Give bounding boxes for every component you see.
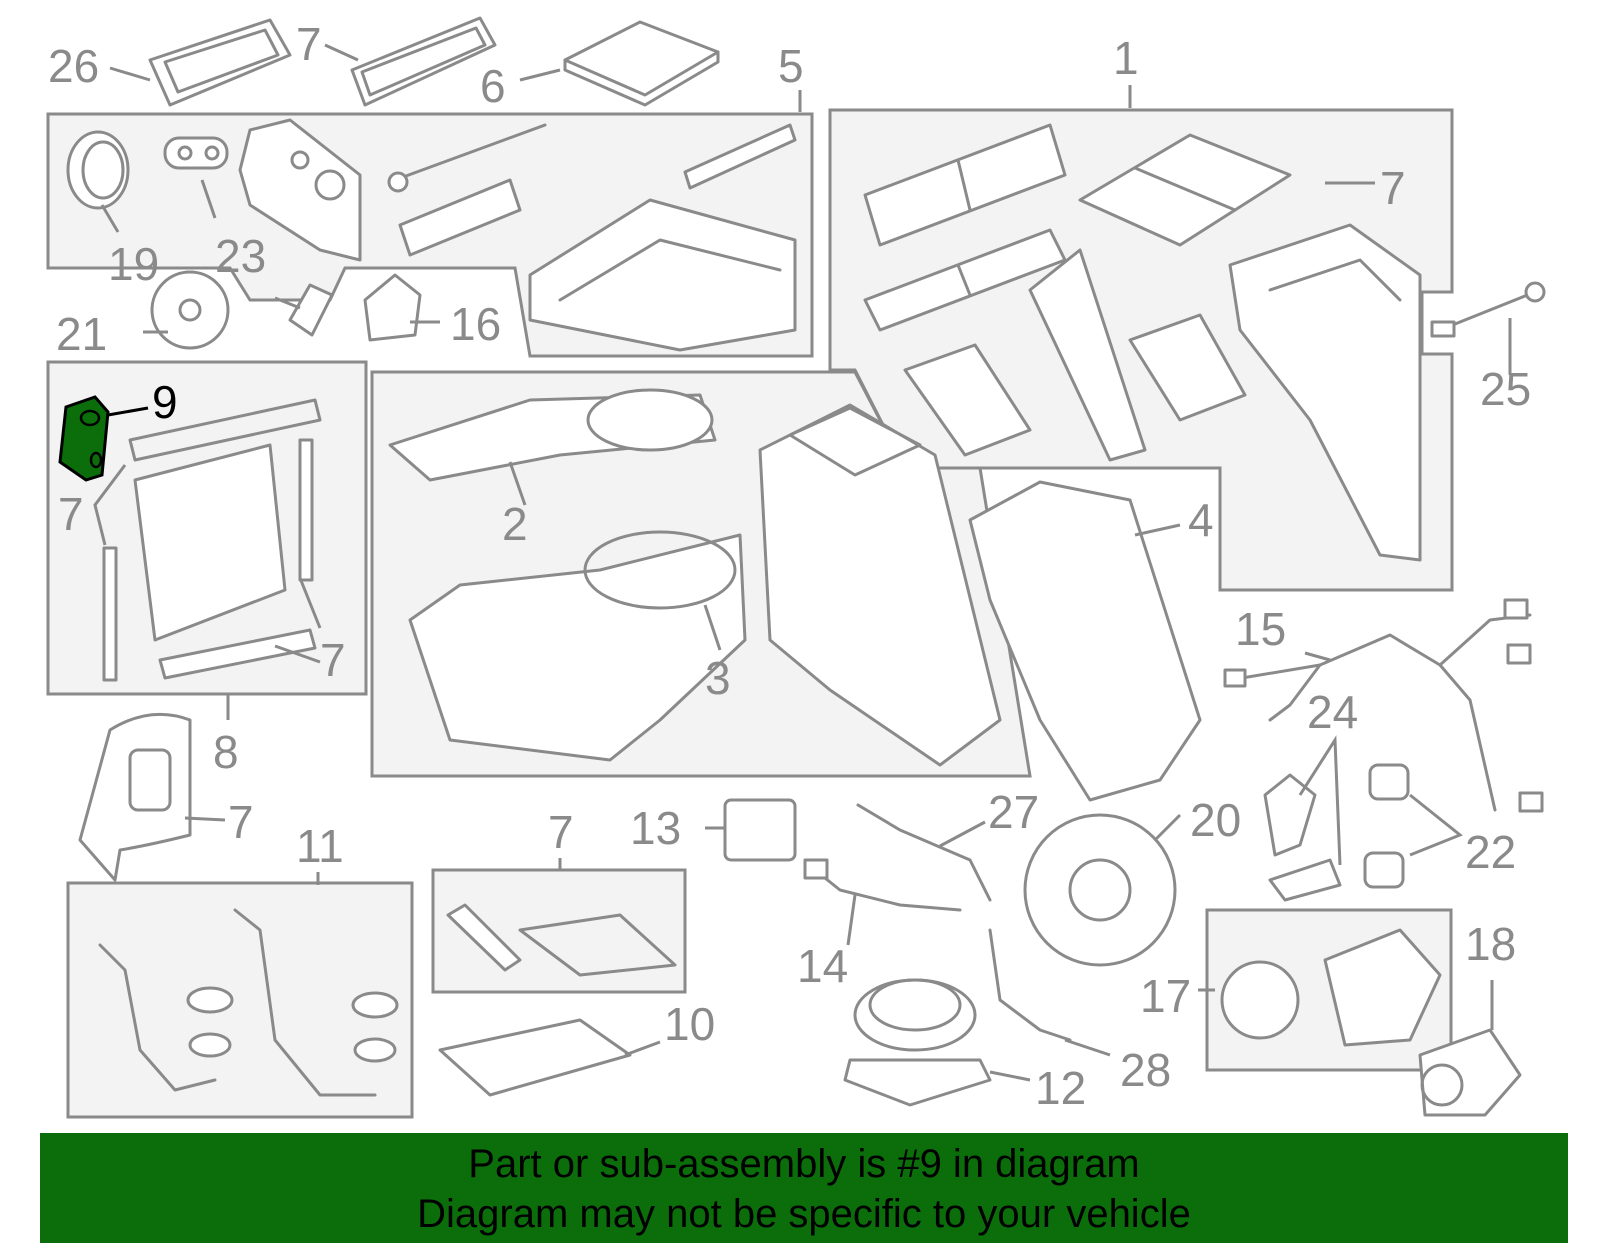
callout-17: 17 [1140,970,1191,1022]
part-7-filter-1 [1078,133,1292,247]
callout-7a: 7 [296,18,322,70]
callout-5: 5 [778,40,804,92]
part-12-blower-motor [843,978,992,1107]
callout-7e: 7 [228,796,254,848]
callout-7b: 7 [1380,162,1406,214]
callout-18: 18 [1465,918,1516,970]
banner-line-1: Part or sub-assembly is #9 in diagram [468,1142,1140,1186]
part-7-vent-top [350,16,497,107]
part-housing-1 [1228,223,1422,562]
callout-13: 13 [630,802,681,854]
part-11-pipes [98,908,399,1097]
part-box-1b [903,343,1032,457]
part-7-seal-bottom [158,628,317,680]
callout-3: 3 [705,652,731,704]
part-20-wheel [1023,813,1177,967]
part-box-1a [1128,313,1247,422]
part-evaporator-core [128,398,322,642]
part-13-connector [723,798,797,862]
part-23-knob [163,136,229,170]
callout-8: 8 [213,726,239,778]
callout-7f: 7 [548,806,574,858]
callout-7d: 7 [320,634,346,686]
part-25-rod [1430,281,1546,338]
part-evaporator-case [528,198,797,352]
callout-23: 23 [215,230,266,282]
callout-25: 25 [1480,363,1531,415]
info-banner: Part or sub-assembly is #9 in diagram Di… [40,1133,1568,1243]
part-strip [683,123,797,190]
callout-10: 10 [664,998,715,1050]
part-15-harness [1223,598,1544,813]
part-door-1a [863,123,1067,247]
part-27-hose [856,803,992,902]
part-housing-5a [238,118,362,262]
callout-9: 9 [152,376,178,428]
callout-22: 22 [1465,826,1516,878]
part-22-gears [1363,763,1410,889]
callout-2: 2 [502,498,528,550]
banner-line-2: Diagram may not be specific to your vehi… [417,1192,1191,1236]
part-18-actuator [1418,1028,1522,1117]
part-9-valve [58,395,110,482]
part-14-harness [803,858,962,912]
part-6-filter [563,20,720,107]
callout-24: 24 [1307,686,1358,738]
part-3-housing [408,530,747,762]
callout-11: 11 [296,820,344,872]
part-7-seals-box [446,903,677,977]
part-duct-1 [1028,248,1147,462]
part-door-1b [863,228,1067,332]
part-7-gasket-bottom-left [78,712,192,882]
part-10-heater-core [438,1018,632,1097]
callout-7c: 7 [58,488,84,540]
part-23-lever [288,283,334,337]
part-21-gear [150,270,230,350]
part-7-seal-left [102,546,118,682]
callout-21: 21 [56,308,107,360]
part-housing-main [758,403,1002,767]
callout-12: 12 [1035,1062,1086,1114]
callout-1: 1 [1113,32,1139,84]
part-28-hose [988,928,1072,1042]
callout-19: 19 [108,238,159,290]
part-17-actuator [1220,928,1442,1047]
callout-26: 26 [48,40,99,92]
part-rod [387,123,547,193]
part-7-seal-right [298,438,314,582]
part-16-actuator [363,273,422,342]
callout-15: 15 [1235,603,1286,655]
callout-16: 16 [450,298,501,350]
part-19-ring [66,130,130,210]
part-flap [398,178,522,257]
part-24-bracket [1263,773,1342,902]
callout-14: 14 [797,940,848,992]
part-4-housing [968,480,1202,802]
callout-28: 28 [1120,1044,1171,1096]
callout-20: 20 [1190,794,1241,846]
callout-27: 27 [988,786,1039,838]
part-26-vent [148,18,292,107]
callout-4: 4 [1188,494,1214,546]
part-2-duct [388,388,717,482]
callout-6: 6 [480,60,506,112]
leader-lines [93,43,1512,1082]
